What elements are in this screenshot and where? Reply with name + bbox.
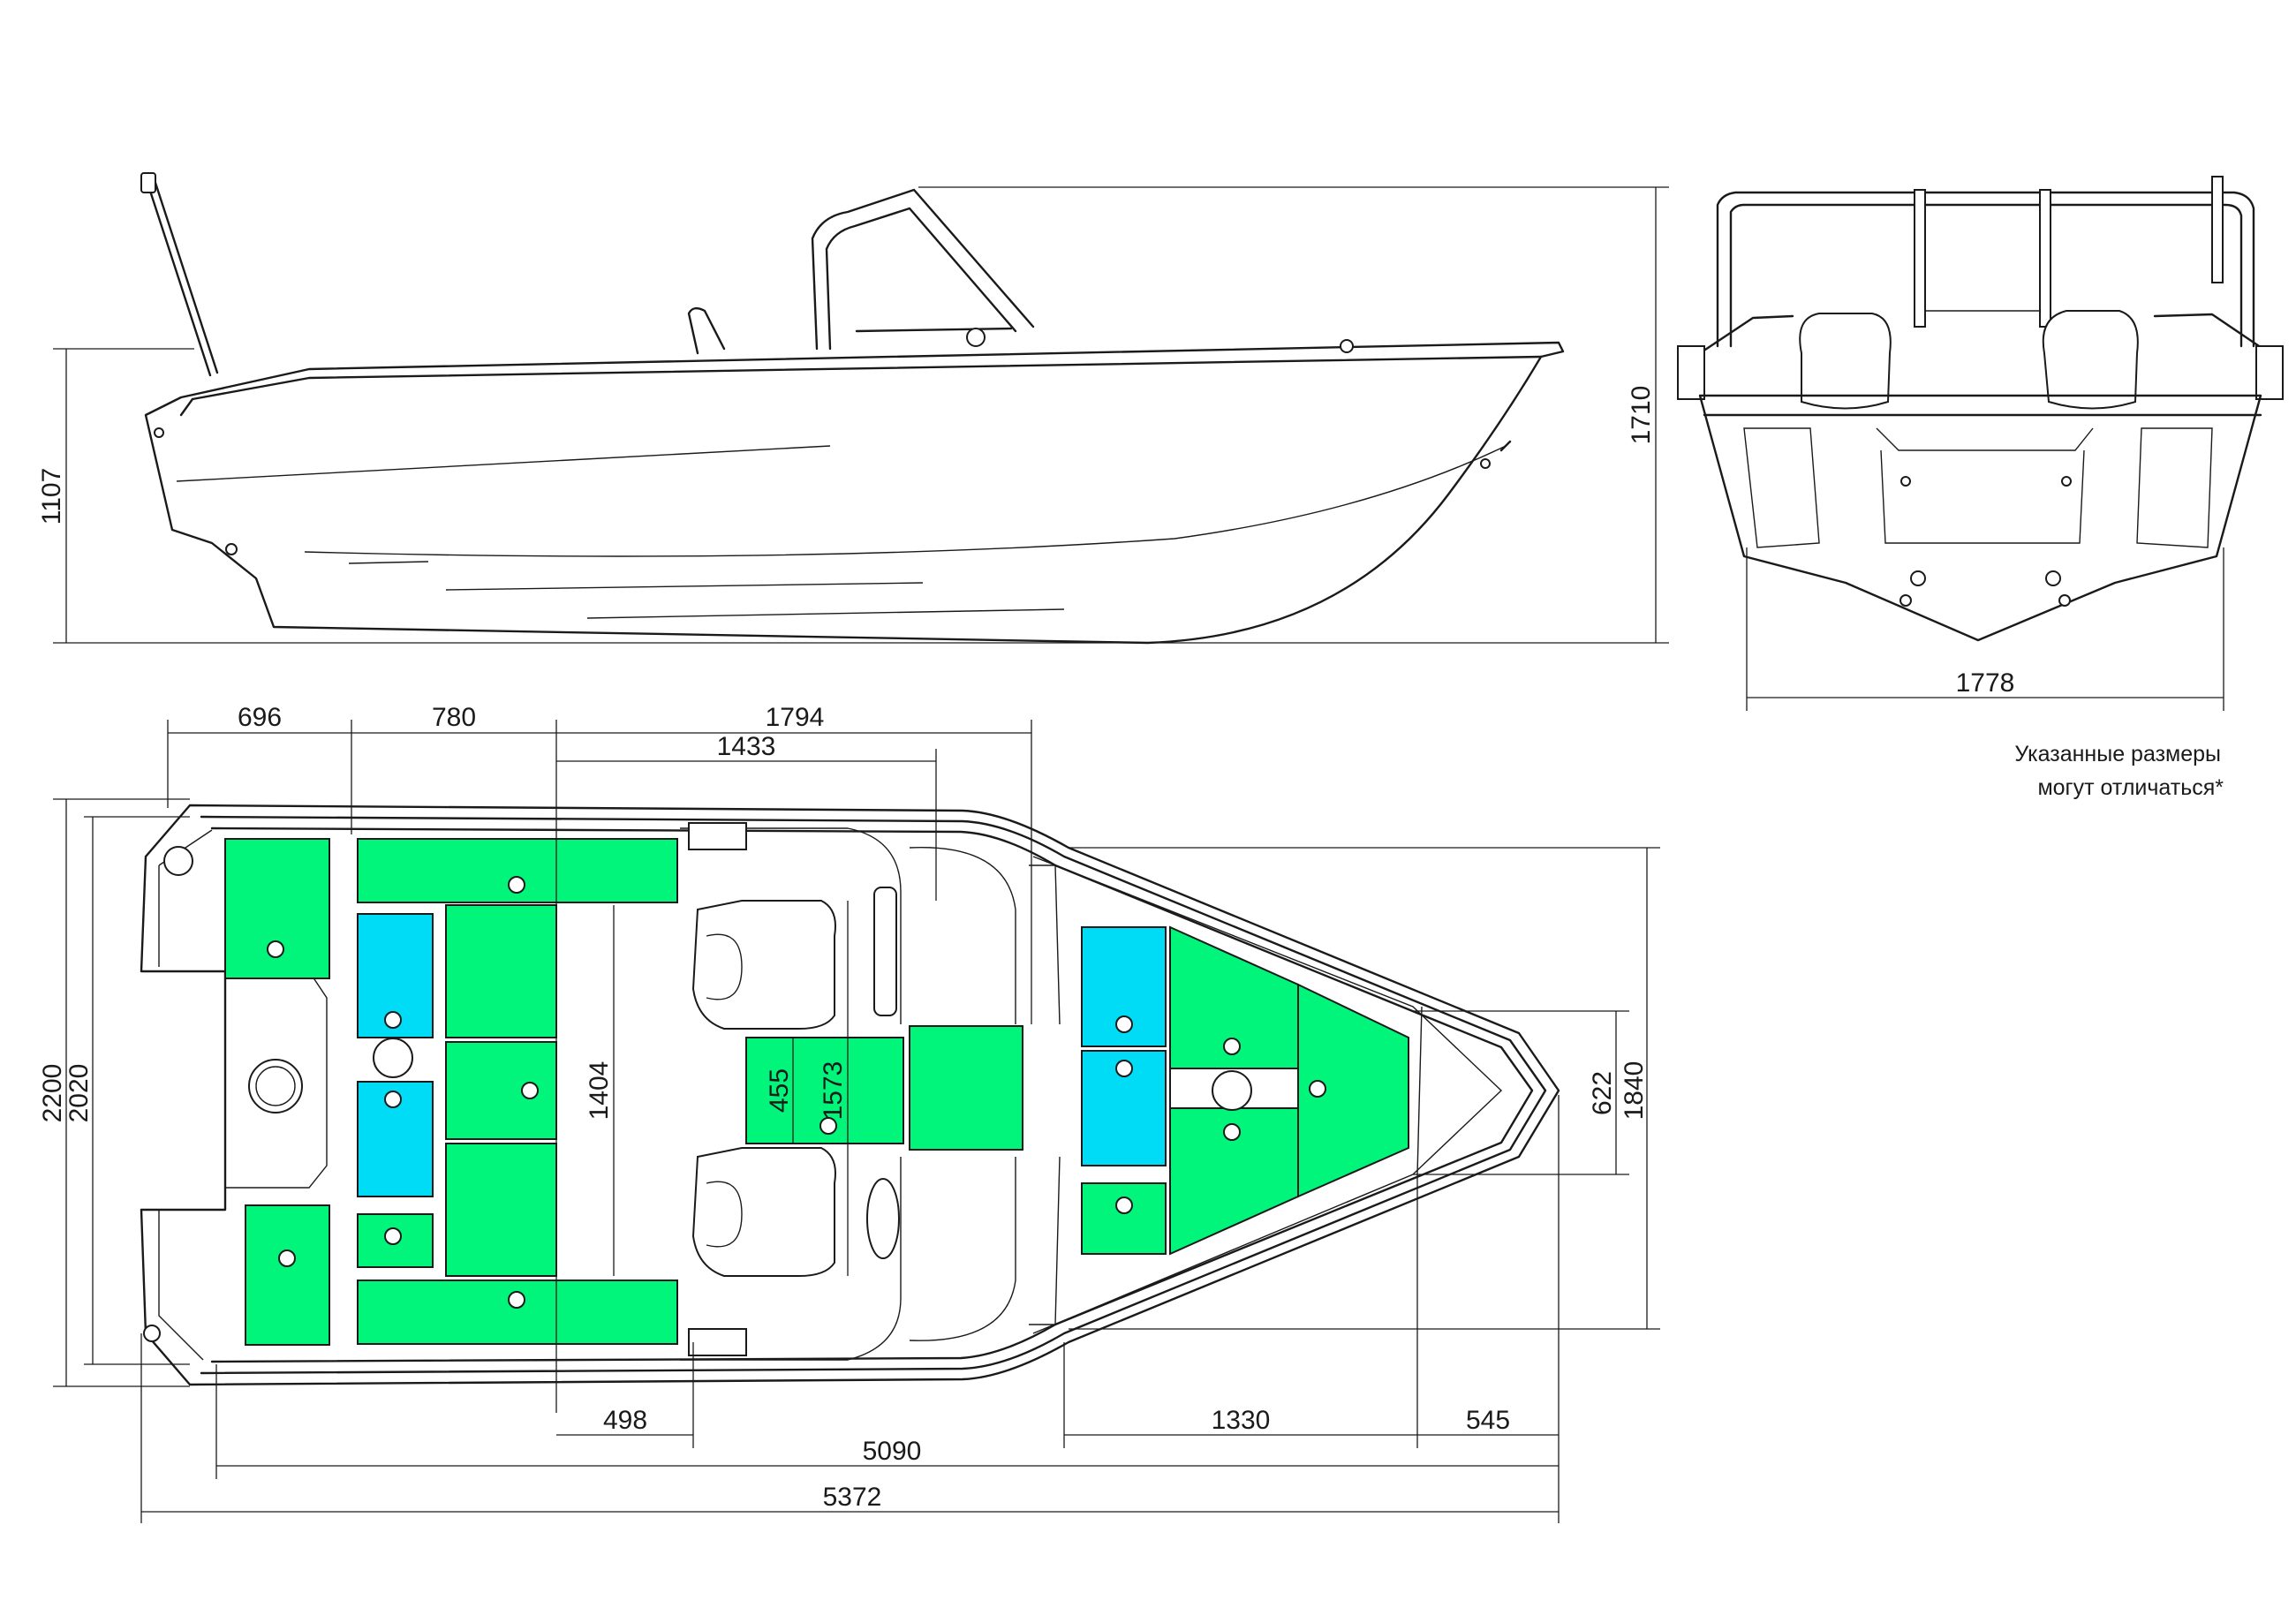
note-line-2: могут отличаться* — [2037, 775, 2224, 800]
dim-label-696: 696 — [238, 703, 282, 732]
panel-bow-small — [1081, 1182, 1167, 1255]
dim-label-1840: 1840 — [1620, 1061, 1649, 1121]
panel-mid-1 — [445, 904, 557, 1038]
dim-height-total: 1710 — [918, 186, 1669, 644]
note-line-1: Указанные размеры — [2014, 742, 2221, 766]
dim-label-5090: 5090 — [863, 1437, 922, 1466]
panel-mid-3 — [445, 1143, 557, 1277]
dim-label-1710: 1710 — [1627, 386, 1656, 445]
dim-label-1330: 1330 — [1212, 1406, 1271, 1435]
top-view: 696 780 1794 1433 1404 455 1573 2200 202… — [38, 703, 1660, 1523]
windshield — [687, 188, 1035, 355]
dim-label-780: 780 — [432, 703, 476, 732]
dim-label-1778: 1778 — [1956, 668, 2015, 698]
dim-label-1404: 1404 — [585, 1061, 614, 1121]
dim-label-622: 622 — [1588, 1071, 1617, 1115]
hatch-handles — [267, 876, 1326, 1309]
dim-label-5372: 5372 — [823, 1483, 882, 1512]
seats — [691, 900, 836, 1277]
panel-bench-bottom — [357, 1280, 678, 1345]
dim-width: 1778 — [1746, 547, 2224, 711]
dim-height: 1107 — [37, 348, 1148, 644]
dim-label-1107: 1107 — [37, 468, 66, 525]
hull-side — [144, 339, 1565, 645]
dimensions-note: Указанные размеры могут отличаться* — [2014, 742, 2224, 800]
top-view-dimensions: 696 780 1794 1433 1404 455 1573 2200 202… — [38, 703, 1660, 1523]
dim-label-1794: 1794 — [766, 703, 825, 732]
panel-mid-2 — [445, 1041, 557, 1140]
dim-label-498: 498 — [603, 1406, 647, 1435]
stern-view: 1778 — [1677, 176, 2284, 711]
dim-label-1573: 1573 — [819, 1061, 848, 1121]
panel-stern-right — [245, 1204, 330, 1346]
dim-label-455: 455 — [765, 1068, 794, 1113]
antenna — [140, 172, 219, 377]
dim-label-1433: 1433 — [717, 732, 776, 761]
deck-panels — [224, 838, 1409, 1346]
dim-label-2200: 2200 — [38, 1064, 67, 1123]
console — [680, 822, 1061, 1361]
panel-bow-3 — [1297, 983, 1409, 1198]
panel-console — [909, 1025, 1023, 1151]
dim-label-2020: 2020 — [64, 1064, 94, 1123]
dim-label-545: 545 — [1466, 1406, 1510, 1435]
side-view: 1107 1710 — [37, 172, 1669, 645]
